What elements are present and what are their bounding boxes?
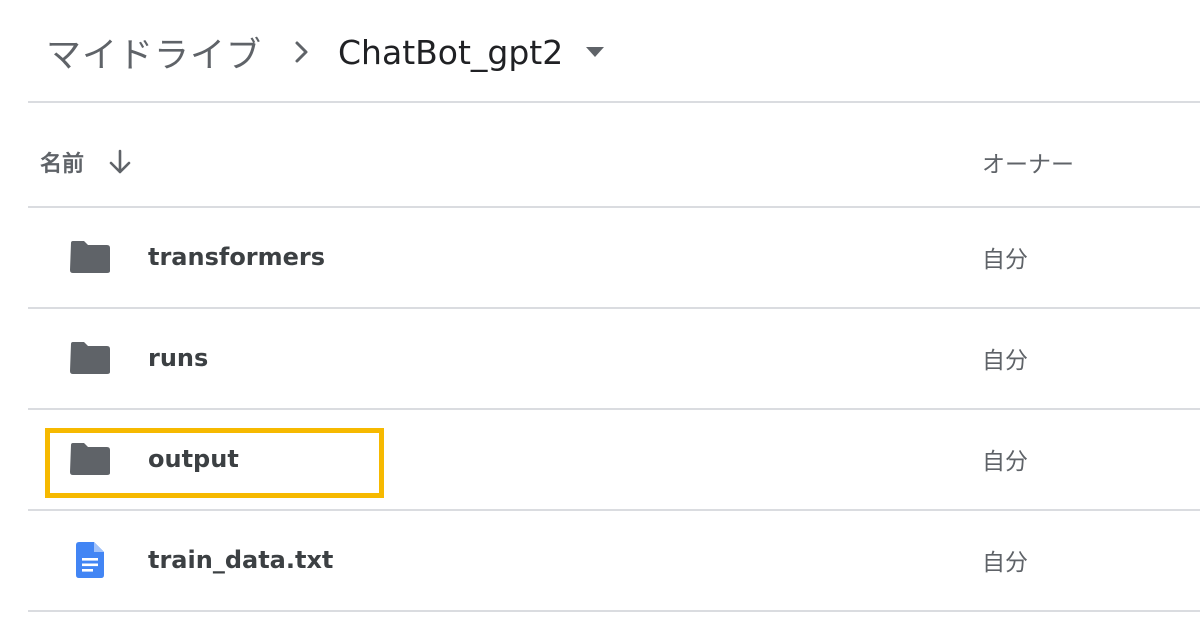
folder-icon xyxy=(68,240,112,274)
row-divider xyxy=(28,408,1200,410)
file-name: train_data.txt xyxy=(148,546,334,574)
google-doc-icon xyxy=(76,542,104,578)
folder-icon xyxy=(68,341,112,375)
column-header-name[interactable]: 名前 xyxy=(40,140,132,184)
header-divider xyxy=(28,101,1200,103)
file-row-train-data[interactable]: train_data.txt 自分 xyxy=(28,510,1200,610)
file-row-output[interactable]: output 自分 xyxy=(28,409,1200,509)
file-name: runs xyxy=(148,344,209,372)
file-name: transformers xyxy=(148,243,326,271)
folder-icon xyxy=(68,442,112,476)
breadcrumb: マイドライブ ChatBot_gpt2 xyxy=(46,20,605,84)
file-row-transformers[interactable]: transformers 自分 xyxy=(28,207,1200,307)
breadcrumb-my-drive[interactable]: マイドライブ xyxy=(46,35,263,76)
row-divider xyxy=(28,610,1200,612)
file-owner: 自分 xyxy=(982,348,1028,374)
file-owner: 自分 xyxy=(982,550,1028,576)
file-row-runs[interactable]: runs 自分 xyxy=(28,308,1200,408)
chevron-right-icon xyxy=(294,40,310,64)
file-owner: 自分 xyxy=(982,247,1028,273)
row-divider xyxy=(28,206,1200,208)
column-header-owner[interactable]: オーナー xyxy=(982,152,1074,178)
file-name: output xyxy=(148,445,239,473)
file-owner: 自分 xyxy=(982,449,1028,475)
breadcrumb-current-folder[interactable]: ChatBot_gpt2 xyxy=(338,32,564,72)
arrow-down-icon[interactable] xyxy=(108,149,132,175)
caret-down-icon[interactable] xyxy=(585,46,605,58)
row-divider xyxy=(28,509,1200,511)
column-header-name-label: 名前 xyxy=(40,152,85,177)
row-divider xyxy=(28,307,1200,309)
